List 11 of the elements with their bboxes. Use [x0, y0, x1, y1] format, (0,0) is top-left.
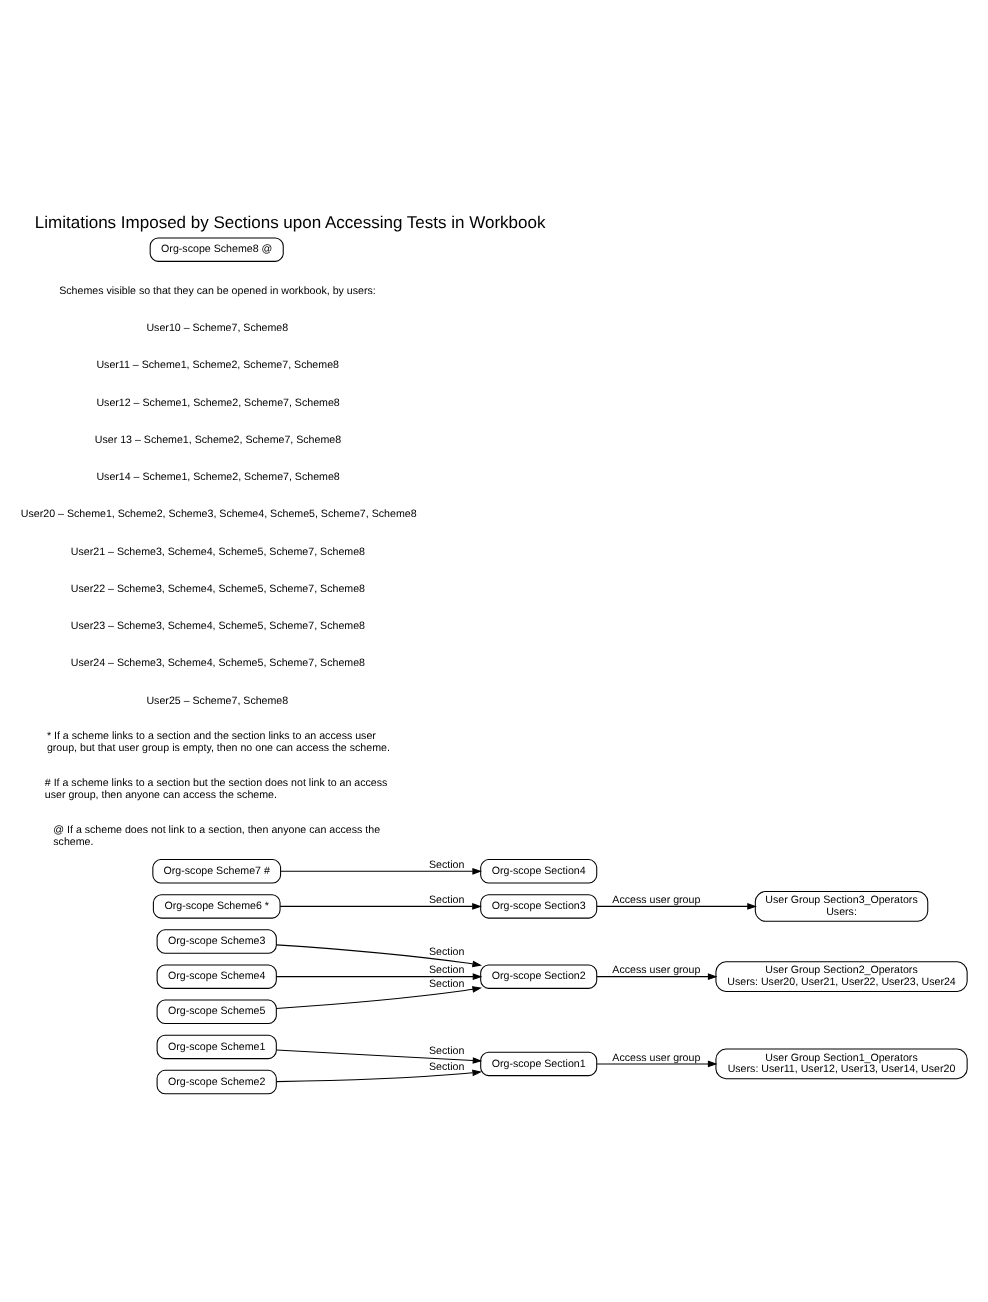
arrow: [275, 1048, 483, 1063]
arrow: [279, 902, 482, 909]
arrow: [275, 972, 483, 979]
arrow: [596, 972, 718, 979]
arrow: [275, 943, 482, 967]
arrow: [275, 985, 482, 1008]
arrow: [596, 1059, 718, 1067]
arrow: [280, 866, 482, 874]
arrow: [276, 1068, 482, 1082]
arrow: [596, 902, 757, 909]
diagram-title: Limitations Imposed by Sections upon Accessing Tests in Workbook: [34, 211, 546, 232]
